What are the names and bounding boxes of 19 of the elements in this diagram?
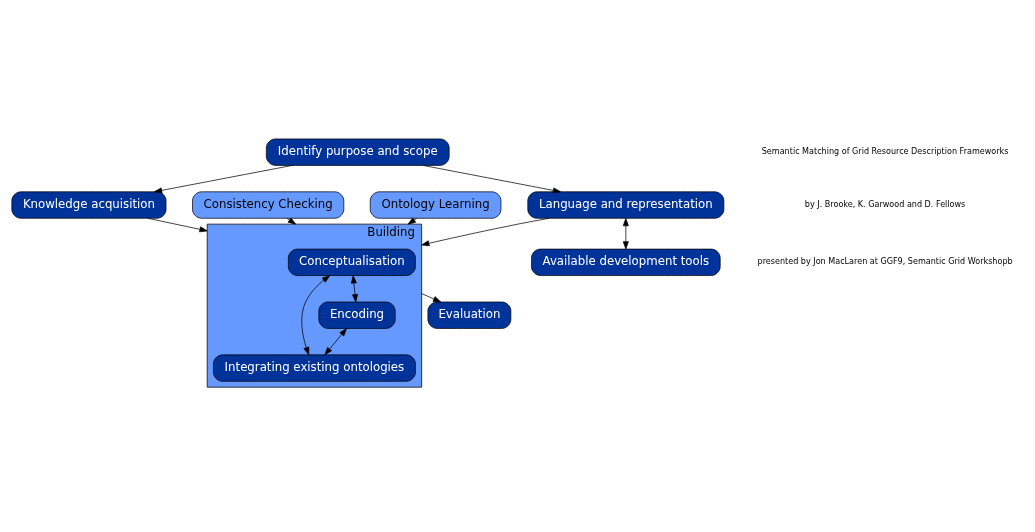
arrow [286,217,297,225]
node-box: Available development tools [531,248,721,276]
node-box: Integrating existing ontologies [213,354,416,382]
node-box: Conceptualisation [288,248,416,276]
node-box: Knowledge acquisition [11,191,167,219]
arrow [154,165,293,194]
arrow [147,217,208,233]
arrow [622,218,629,250]
node-box: Evaluation [427,301,512,329]
arrow [350,275,358,303]
node-box: Language and representation [527,191,725,219]
arrow [407,217,418,225]
node-box: Encoding [318,301,396,329]
arrow [421,217,550,247]
node-box: Identify purpose and scope [265,138,450,166]
arrow [324,328,347,356]
arrow [421,293,442,303]
arrow [301,275,330,356]
arrow [422,165,561,194]
